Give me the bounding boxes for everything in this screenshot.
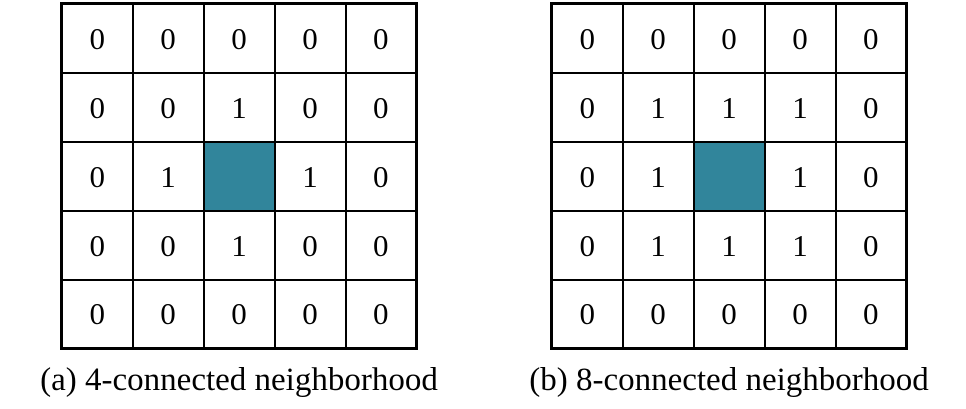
- grid-cell: 0: [550, 278, 624, 350]
- grid-cell: 0: [834, 71, 908, 143]
- grid-cell: 0: [273, 278, 347, 350]
- grid-cell: 0: [202, 278, 276, 350]
- grid-cell: 1: [692, 209, 766, 281]
- grid-cell: 1: [763, 71, 837, 143]
- grid-cell: 0: [131, 71, 205, 143]
- grid-cell: 1: [763, 140, 837, 212]
- grid-cell: 0: [621, 2, 695, 74]
- grid-cell: 0: [344, 209, 418, 281]
- grid-cell: 0: [550, 140, 624, 212]
- grid-cell: 0: [692, 2, 766, 74]
- grid-cell: 0: [131, 278, 205, 350]
- grid-cell: 0: [60, 140, 134, 212]
- grid-cell: 0: [344, 71, 418, 143]
- grid-cell: 0: [60, 71, 134, 143]
- grid-cell: 0: [60, 278, 134, 350]
- grid-cell: 0: [834, 278, 908, 350]
- grid-cell: 0: [550, 71, 624, 143]
- grid-cell: 0: [60, 2, 134, 74]
- grid-cell: 1: [131, 140, 205, 212]
- grid-cell: 0: [344, 2, 418, 74]
- caption-4-connected: (a) 4-connected neighborhood: [40, 362, 438, 398]
- grid-cell: 0: [273, 2, 347, 74]
- grid-cell: 0: [834, 140, 908, 212]
- grid-cell: 0: [344, 140, 418, 212]
- grid-cell: 1: [621, 140, 695, 212]
- grid-cell: 0: [273, 209, 347, 281]
- grid-cell: 1: [202, 71, 276, 143]
- grid-cell: 0: [131, 2, 205, 74]
- grid-cell: 0: [834, 209, 908, 281]
- grid-cell: 0: [692, 278, 766, 350]
- grid-cell: 0: [763, 2, 837, 74]
- grid-cell: 1: [763, 209, 837, 281]
- grid-cell: 0: [834, 2, 908, 74]
- grid-cell: 0: [60, 209, 134, 281]
- grid-cell: 0: [550, 209, 624, 281]
- grid-cell: 1: [202, 209, 276, 281]
- grid-cell: 0: [273, 71, 347, 143]
- caption-8-connected: (b) 8-connected neighborhood: [529, 362, 929, 398]
- grid-cell: 1: [692, 71, 766, 143]
- center-pixel-cell: [202, 140, 276, 212]
- grid-cell: 0: [763, 278, 837, 350]
- center-pixel-cell: [692, 140, 766, 212]
- grid-cell: 0: [550, 2, 624, 74]
- grid-cell: 1: [621, 71, 695, 143]
- grid-cell: 0: [202, 2, 276, 74]
- grid-cell: 0: [131, 209, 205, 281]
- grid-cell: 1: [273, 140, 347, 212]
- grid-cell: 0: [344, 278, 418, 350]
- grid-cell: 1: [621, 209, 695, 281]
- grid-cell: 0: [621, 278, 695, 350]
